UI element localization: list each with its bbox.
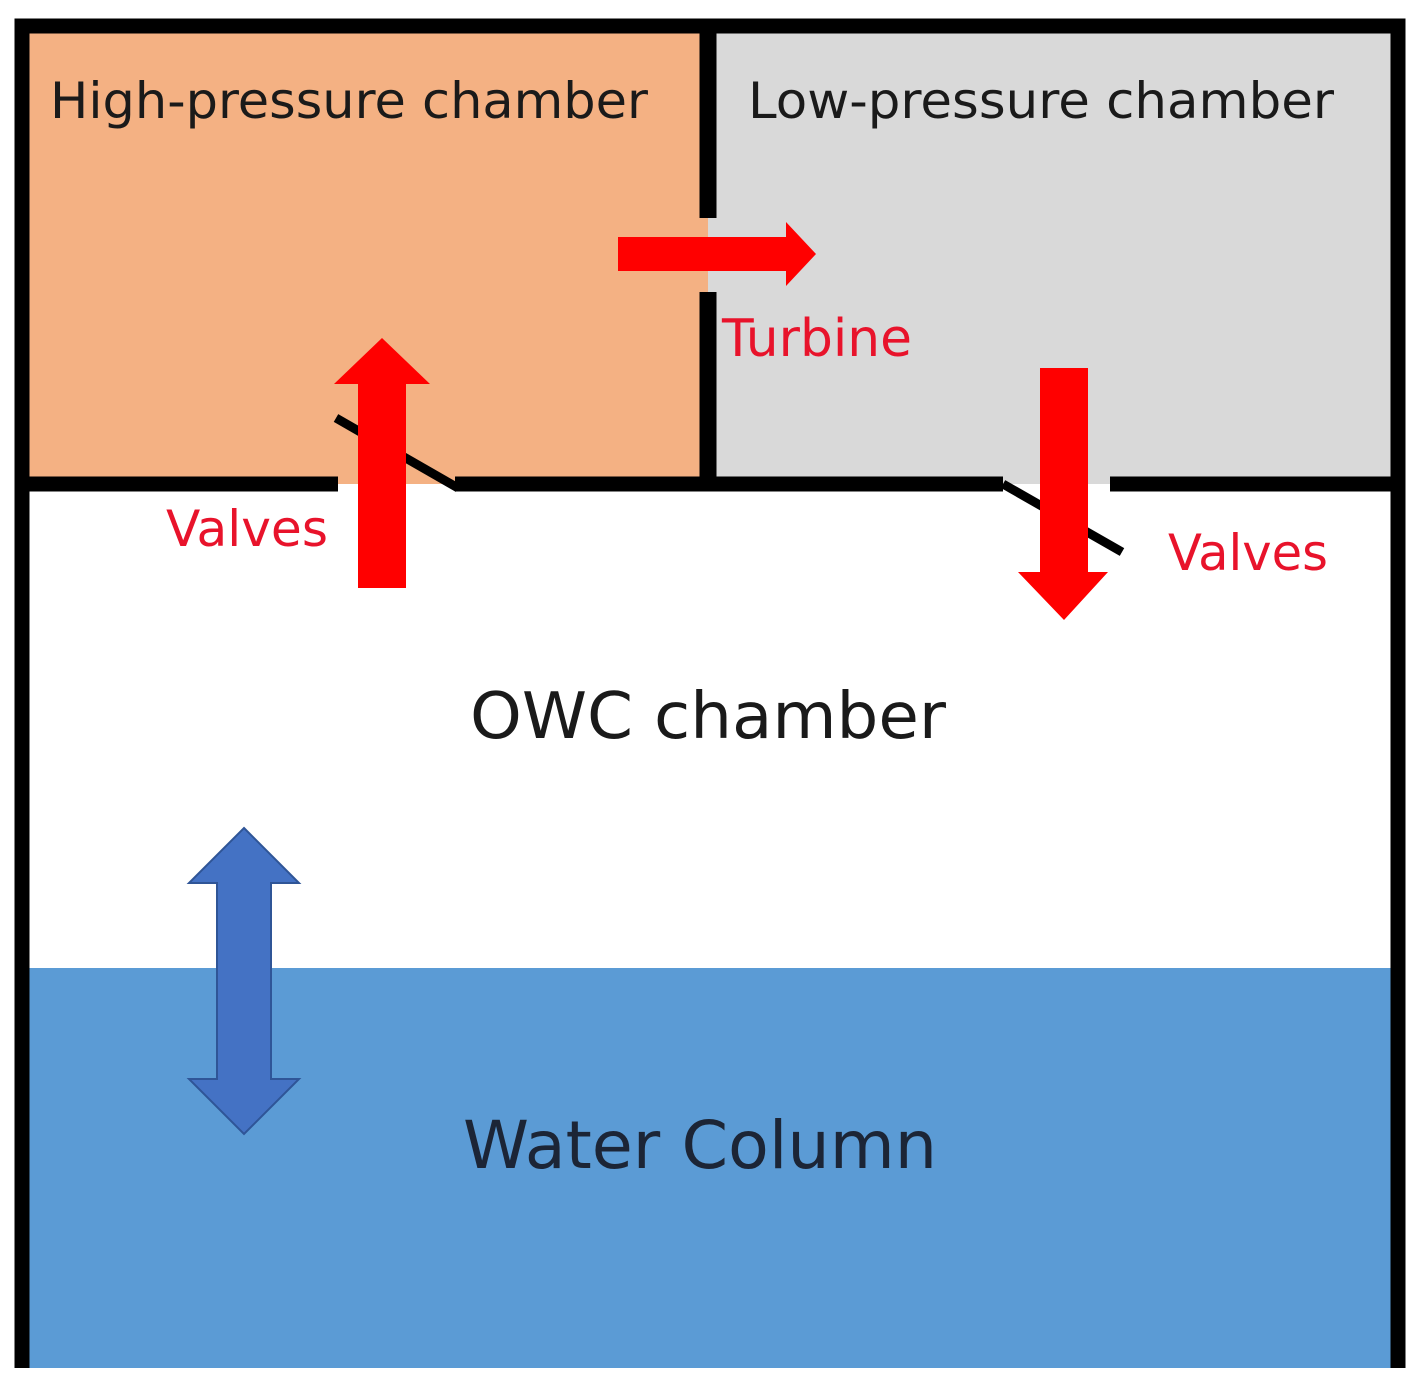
arrow-down-icon [1018,368,1108,620]
valves-right-label: Valves [1168,524,1328,582]
double-arrow-vertical-icon [186,826,302,1136]
arrow-right-icon [618,222,816,286]
arrow-up-icon [334,338,430,588]
owc-chamber-label: OWC chamber [470,680,947,754]
water-column-label: Water Column [463,1107,937,1184]
high-pressure-chamber-label: High-pressure chamber [50,72,648,130]
valves-left-label: Valves [166,500,328,558]
low-pressure-chamber-label: Low-pressure chamber [748,72,1334,130]
turbine-label: Turbine [721,309,912,369]
